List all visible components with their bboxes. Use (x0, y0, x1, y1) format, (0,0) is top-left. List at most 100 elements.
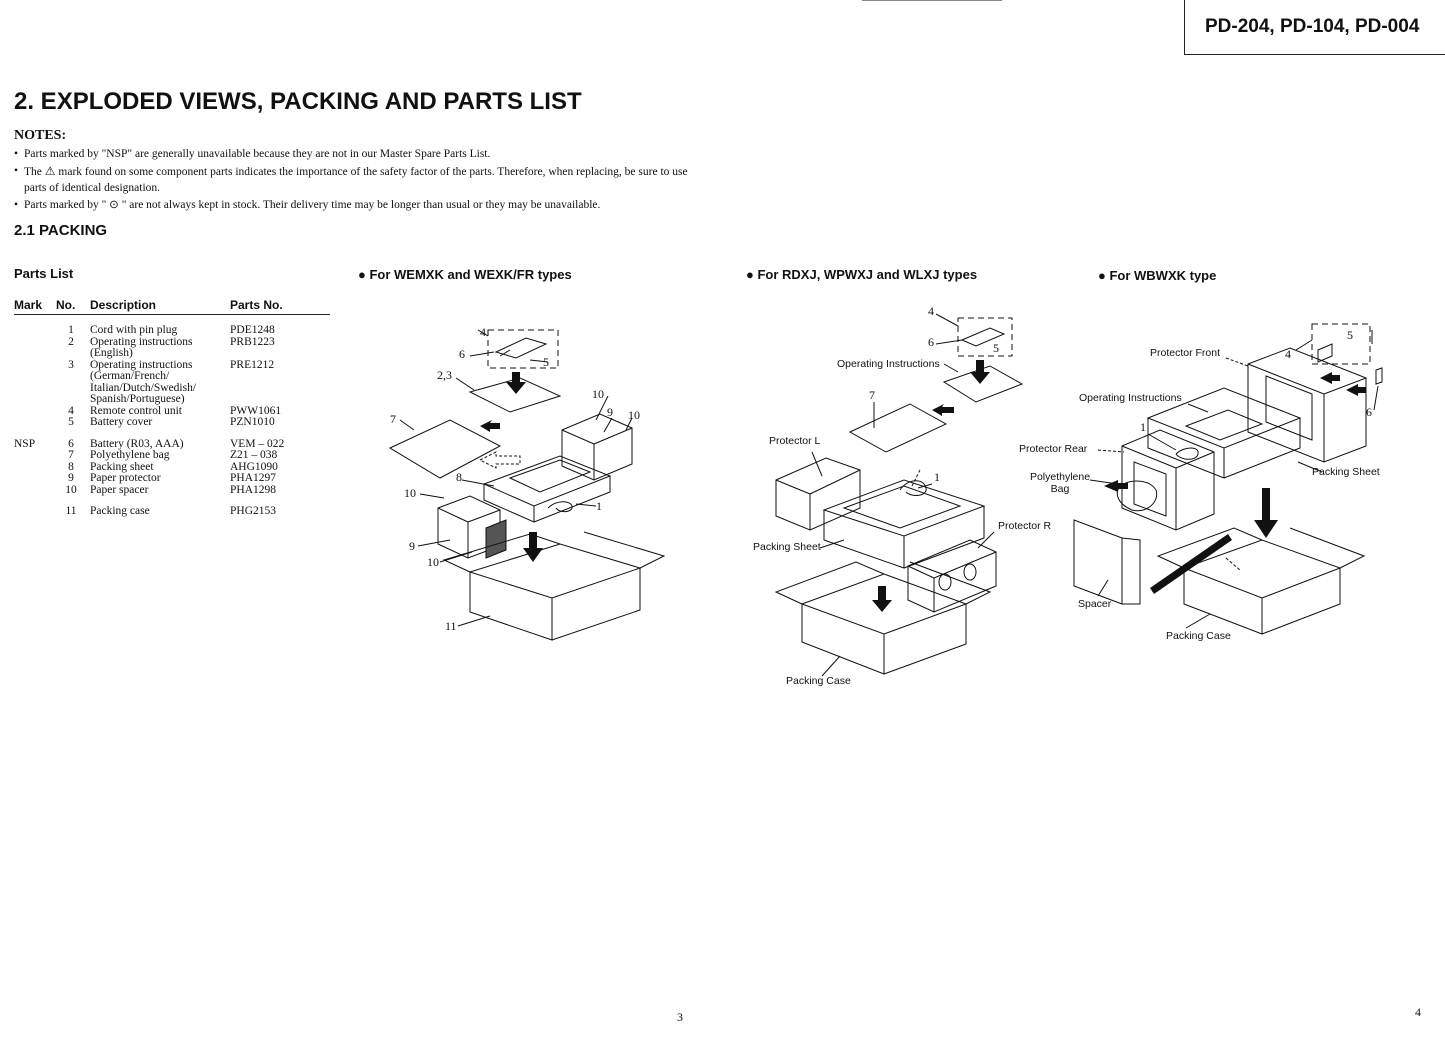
parts-table: Mark No. Description Parts No. 1 Cord wit… (14, 298, 330, 518)
cell-desc: Packing case (90, 505, 150, 517)
callout-4: 4 (480, 325, 486, 339)
cell-no: 7 (68, 449, 74, 461)
cell-desc: Operating instructions (German/French/ I… (90, 358, 197, 405)
callout-10: 10 (592, 387, 604, 401)
table-row: 9 Paper protector PHA1297 (14, 472, 330, 485)
cell-desc: Battery (R03, AAA) (90, 437, 184, 450)
callout-1: 1 (934, 470, 940, 484)
callout-5: 5 (1347, 328, 1353, 342)
callout-11: 11 (445, 619, 457, 633)
callout-4: 4 (928, 304, 934, 318)
cell-desc: Cord with pin plug (90, 324, 178, 336)
cell-mark: NSP (14, 437, 36, 450)
table-row: 11 Packing case PHG2153 (14, 505, 330, 518)
cell-no: 3 (68, 358, 74, 371)
cell-desc: Paper protector (90, 472, 161, 484)
cell-pn: PHA1298 (230, 483, 277, 496)
cell-pn: Z21 – 038 (230, 449, 278, 461)
cell-desc: Polyethylene bag (90, 449, 170, 461)
cell-no: 4 (68, 404, 74, 417)
warning-triangle-icon: ⚠ (44, 163, 56, 178)
callout-2-3: 2,3 (437, 368, 452, 382)
callout-5: 5 (543, 355, 549, 369)
diagram1-heading: ● For WEMXK and WEXK/FR types (358, 267, 572, 282)
cell-no: 10 (65, 483, 77, 496)
cell-pn: PDE1248 (230, 324, 275, 336)
cell-pn: PHA1297 (230, 472, 277, 484)
cell-desc: Battery cover (90, 416, 153, 428)
callout-1: 1 (1140, 420, 1146, 434)
callout-7: 7 (869, 388, 875, 402)
parts-list-title: Parts List (14, 266, 74, 281)
table-row: 3 Operating instructions (German/French/ … (14, 358, 330, 406)
callout-10: 10 (404, 486, 416, 500)
column-header-no: No. (56, 298, 86, 315)
callout-8: 8 (456, 470, 462, 484)
label-polyethylene-bag: Polyethylene Bag (1029, 471, 1091, 495)
label-operating-instructions: Operating Instructions (1079, 392, 1182, 404)
cell-pn: AHG1090 (230, 460, 278, 473)
cell-no: 8 (68, 460, 74, 473)
table-header-row: Mark No. Description Parts No. (14, 298, 330, 315)
diagram3-heading: ● For WBWXK type (1098, 268, 1217, 283)
model-numbers: PD-204, PD-104, PD-004 (1205, 16, 1420, 37)
note-item: Parts marked by "NSP" are generally unav… (14, 146, 694, 163)
table-row: 4 Remote control unit PWW1061 (14, 404, 330, 418)
column-header-description: Description (86, 298, 230, 315)
label-packing-case: Packing Case (1166, 630, 1231, 642)
label-packing-sheet: Packing Sheet (1312, 466, 1380, 478)
callout-1: 1 (596, 499, 602, 513)
label-protector-r: Protector R (998, 520, 1052, 532)
table-row: 7 Polyethylene bag Z21 – 038 (14, 449, 330, 462)
callout-5: 5 (993, 341, 999, 355)
label-operating-instructions: Operating Instructions (837, 358, 940, 370)
cell-no: 6 (68, 437, 74, 450)
column-header-mark: Mark (14, 298, 56, 315)
callout-6: 6 (459, 347, 465, 361)
callout-10: 10 (427, 555, 439, 569)
notes-heading: NOTES: (14, 128, 67, 143)
note-text: Parts marked by " ⊙ " are not always kep… (24, 198, 601, 211)
cell-no: 2 (68, 335, 74, 348)
top-rule (862, 0, 1002, 1)
note-prefix: The (24, 165, 42, 178)
notes-list: Parts marked by "NSP" are generally unav… (14, 146, 694, 213)
cell-desc: Operating instructions (English) (90, 335, 193, 359)
column-header-parts-no: Parts No. (230, 298, 330, 315)
label-packing-sheet: Packing Sheet (753, 541, 821, 553)
callout-6: 6 (928, 335, 934, 349)
cell-no: 11 (65, 505, 77, 517)
page-title: 2. EXPLODED VIEWS, PACKING AND PARTS LIS… (14, 88, 582, 115)
label-spacer: Spacer (1078, 598, 1112, 610)
callout-4: 4 (1285, 347, 1291, 361)
cell-desc: Paper spacer (90, 483, 149, 496)
model-header-box: PD-204, PD-104, PD-004 (1184, 0, 1445, 55)
label-packing-case: Packing Case (786, 675, 851, 687)
callout-7: 7 (390, 412, 396, 426)
table-row: 1 Cord with pin plug PDE1248 (14, 324, 330, 337)
callout-6: 6 (1366, 405, 1372, 419)
table-row: 10 Paper spacer PHA1298 (14, 483, 330, 497)
label-protector-l: Protector L (769, 435, 821, 447)
cell-pn: PZN1010 (230, 416, 275, 428)
diagram2-heading: ● For RDXJ, WPWXJ and WLXJ types (746, 267, 978, 282)
label-protector-front: Protector Front (1150, 347, 1221, 359)
cell-desc: Remote control unit (90, 404, 182, 417)
cell-no: 1 (68, 324, 74, 336)
section-heading: 2.1 PACKING (14, 222, 108, 239)
cell-pn: PWW1061 (230, 404, 282, 417)
cell-no: 9 (68, 472, 74, 484)
cell-pn: PHG2153 (230, 505, 277, 517)
note-item: The ⚠ mark found on some component parts… (14, 163, 694, 197)
cell-no: 5 (68, 416, 74, 428)
page-number-right: 4 (1415, 1005, 1421, 1019)
